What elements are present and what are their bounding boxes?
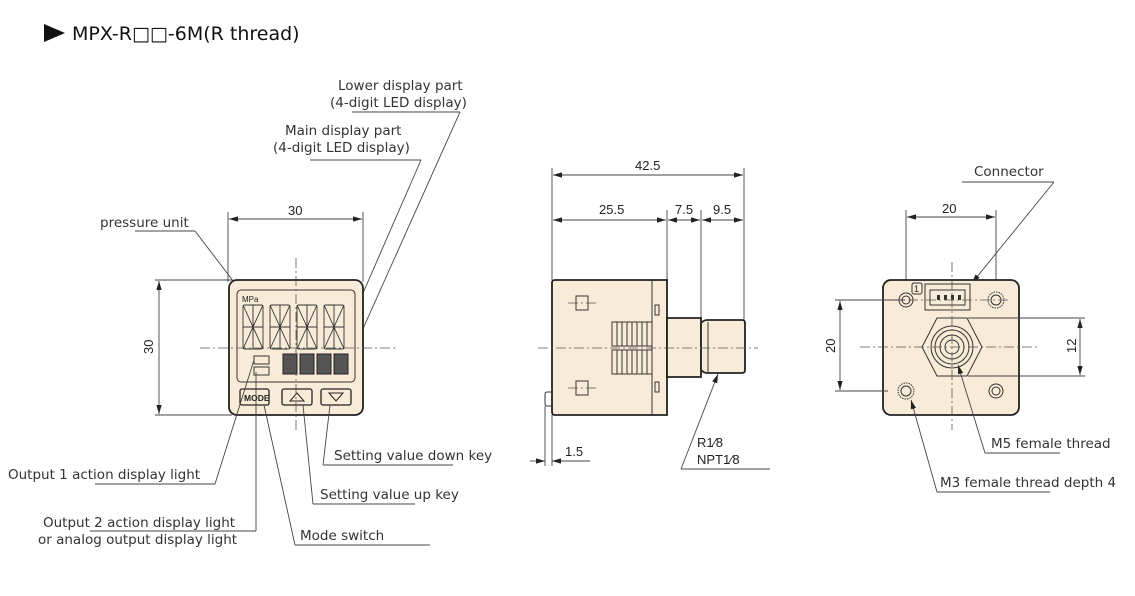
label-up-key: Setting value up key	[320, 487, 459, 503]
leader-main-display	[352, 159, 422, 317]
title-text: MPX-R□□-6M(R thread)	[72, 23, 300, 45]
label-connector: Connector	[974, 164, 1044, 180]
mode-key[interactable]: MODE	[239, 388, 270, 406]
dim-hole-pitch-v: 20	[823, 339, 838, 353]
label-output1: Output 1 action display light	[8, 467, 200, 483]
lower-display-digits	[282, 353, 349, 375]
mount-hole	[988, 383, 1004, 399]
connector: 1	[911, 282, 971, 311]
label-lower-display-2: (4-digit LED display)	[330, 95, 467, 111]
rear-view: Connector 20 1	[823, 164, 1116, 493]
label-main-display-2: (4-digit LED display)	[273, 140, 410, 156]
main-display-digits	[242, 304, 345, 350]
mode-key-label: MODE	[244, 393, 270, 403]
dim-front-width: 30	[288, 203, 302, 218]
output2-light	[253, 366, 270, 376]
up-key[interactable]	[281, 388, 313, 406]
page-title: MPX-R□□-6M(R thread)	[44, 23, 300, 45]
dim-total-length: 42.5	[635, 158, 660, 173]
thread-label-npt: NPT1∕8	[697, 452, 740, 467]
thread-label-r: R1∕8	[697, 435, 723, 450]
label-output2-2: or analog output display light	[38, 532, 237, 548]
down-key[interactable]	[320, 388, 352, 406]
up-arrow-icon	[288, 392, 306, 402]
triangle-right-icon	[44, 24, 65, 42]
dim-mid-length: 7.5	[675, 202, 693, 217]
label-down-key: Setting value down key	[334, 448, 492, 464]
label-output2-1: Output 2 action display light	[43, 515, 235, 531]
dim-front-height: 30	[141, 340, 156, 354]
vent-grille	[611, 321, 653, 375]
down-arrow-icon	[327, 392, 345, 402]
label-mode-switch: Mode switch	[300, 528, 384, 544]
dim-hole-pitch-h: 20	[942, 201, 956, 216]
label-main-display-1: Main display part	[285, 123, 401, 139]
dim-pin-offset: 1.5	[565, 444, 583, 459]
leader-lower-display	[352, 111, 461, 352]
side-view: 42.5 25.5 7.5 9.5	[530, 158, 770, 470]
unit-mpa-text: MPa	[242, 295, 259, 304]
dim-thread-length: 9.5	[713, 202, 731, 217]
label-lower-display-1: Lower display part	[338, 78, 463, 94]
front-view: Lower display part (4-digit LED display)…	[8, 78, 492, 548]
label-m5-thread: M5 female thread	[991, 436, 1111, 452]
label-m3-thread: M3 female thread depth 4	[940, 475, 1116, 491]
label-pressure-unit: pressure unit	[100, 215, 189, 231]
pin-1-label: 1	[914, 284, 919, 294]
dim-hex-size: 12	[1064, 339, 1079, 353]
dim-body-length: 25.5	[599, 202, 624, 217]
mount-hole	[897, 382, 915, 400]
